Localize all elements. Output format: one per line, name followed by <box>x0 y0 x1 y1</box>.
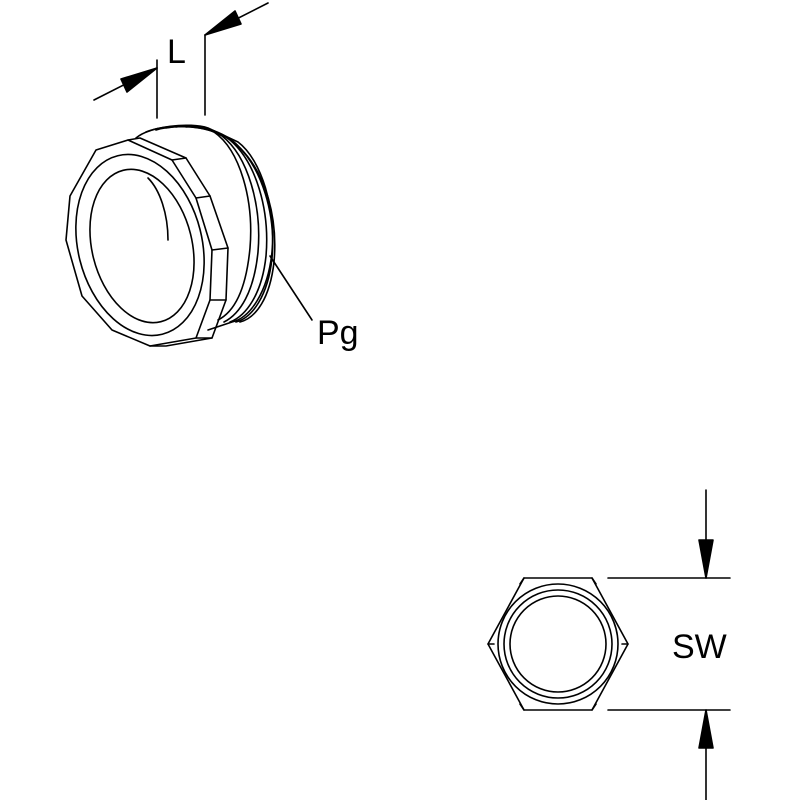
label-wrench-size: SW <box>672 628 727 666</box>
fitting-side-view <box>65 124 276 347</box>
front-hex <box>487 577 629 711</box>
front-ring-inner <box>509 595 607 693</box>
fitting-front-view <box>487 577 629 711</box>
bore-depth <box>147 177 169 241</box>
dimension-L <box>93 2 269 119</box>
label-thread: Pg <box>317 314 359 352</box>
bore-inner <box>89 168 195 324</box>
front-ring-outer <box>497 583 619 705</box>
thread-ridges <box>145 125 276 323</box>
bore-outer <box>75 153 205 337</box>
label-length: L <box>167 33 186 71</box>
front-ring-mid <box>503 589 613 699</box>
dimension-SW <box>607 489 731 800</box>
pg-leader <box>269 255 313 321</box>
hex-faces <box>127 137 229 347</box>
